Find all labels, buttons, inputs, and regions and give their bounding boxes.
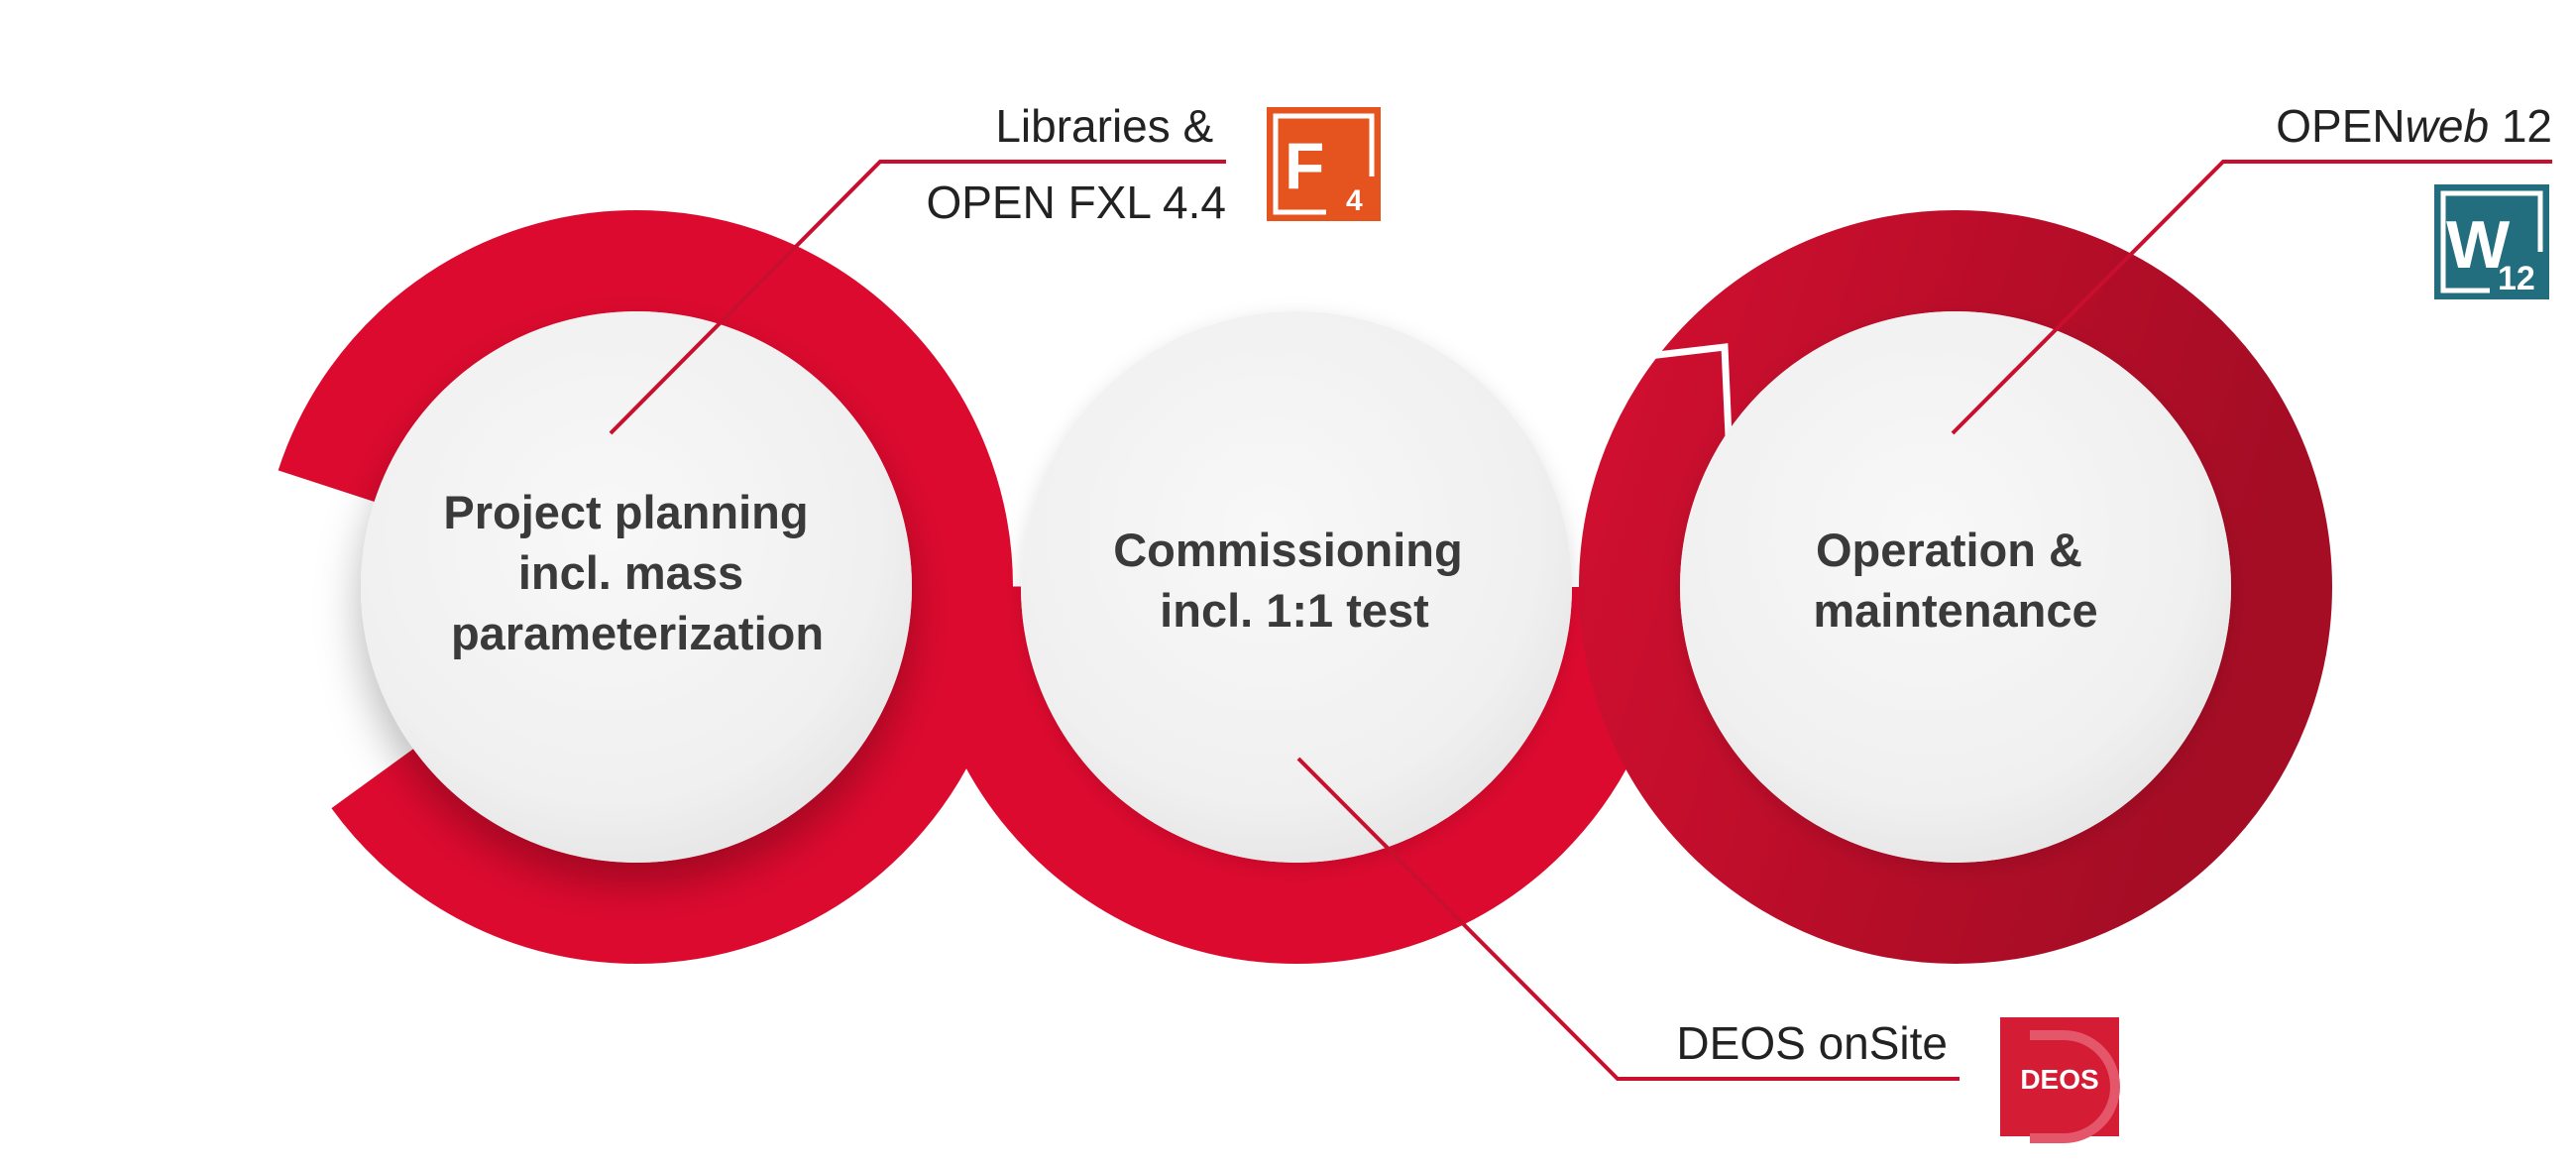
callout-line-libraries — [609, 160, 1226, 435]
node-line: parameterization — [451, 607, 824, 659]
fxl-letter: F — [1285, 129, 1324, 202]
node-line: maintenance — [1813, 584, 2097, 637]
fxl-logo-icon: F 4 — [1267, 107, 1381, 221]
callout-openweb: OPENweb 12 — [2276, 100, 2552, 152]
node-line: incl. mass — [518, 546, 743, 599]
callout-line1: Libraries & — [995, 100, 1213, 152]
node-operation: Operation & maintenance — [1813, 524, 2097, 637]
openweb-suffix: 12 — [2489, 100, 2552, 152]
disc-commissioning — [1021, 311, 1572, 863]
web-sub: 12 — [2498, 260, 2535, 297]
node-line: Commissioning — [1113, 524, 1463, 576]
callout-line2: OPEN FXL 4.4 — [926, 176, 1226, 228]
callout-deos: DEOS onSite — [1676, 1017, 1948, 1069]
openweb-prefix: OPEN — [2276, 100, 2405, 152]
node-line: Project planning — [443, 486, 808, 538]
ring-right — [1579, 210, 2332, 964]
callout-line-deos — [1296, 757, 1960, 1081]
disc-operation — [1680, 311, 2231, 863]
deos-logo-text: DEOS — [2020, 1064, 2098, 1095]
callout-libraries: Libraries & OPEN FXL 4.4 — [926, 100, 1226, 228]
node-commissioning: Commissioning incl. 1:1 test — [1113, 524, 1476, 637]
node-project-planning: Project planning incl. mass parameteriza… — [443, 486, 824, 659]
ring-join-notch — [1639, 343, 1733, 437]
callout-line-openweb — [1951, 160, 2552, 435]
node-line: incl. 1:1 test — [1160, 584, 1429, 637]
openweb-italic: web — [2406, 100, 2489, 152]
openweb-logo-icon: W 12 — [2434, 184, 2549, 299]
disc-project-planning — [361, 311, 912, 863]
web-letter: W — [2446, 207, 2511, 283]
deos-logo-icon: DEOS — [2000, 1017, 2120, 1143]
fxl-sub: 4 — [1346, 184, 1363, 217]
node-line: Operation & — [1816, 524, 2082, 576]
